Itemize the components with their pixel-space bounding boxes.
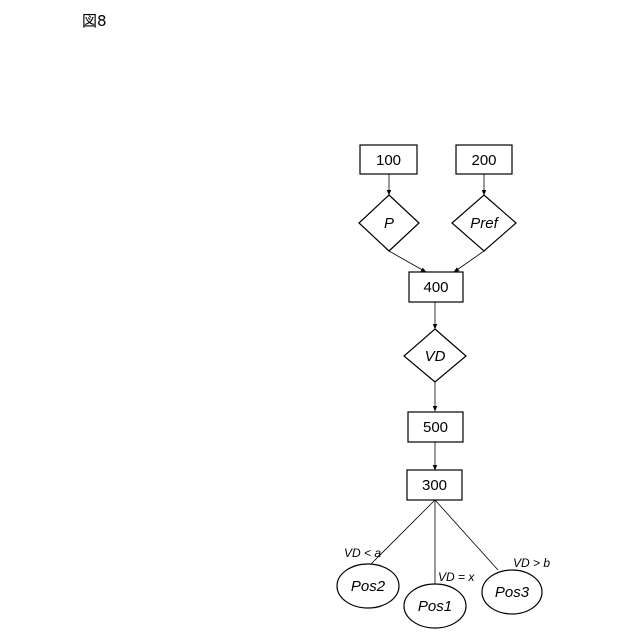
box-400: 400 bbox=[409, 272, 463, 302]
box-500: 500 bbox=[408, 412, 463, 442]
edge-p-to-400 bbox=[389, 251, 426, 272]
ellipse-pos3: Pos3 bbox=[482, 570, 542, 614]
diamond-vd: VD bbox=[404, 329, 466, 382]
box-200: 200 bbox=[456, 145, 512, 174]
box-200-label: 200 bbox=[471, 152, 496, 169]
diamond-pref: Pref bbox=[452, 195, 516, 251]
edge-300-to-pos3 bbox=[435, 500, 498, 570]
box-400-label: 400 bbox=[423, 279, 448, 296]
box-300: 300 bbox=[407, 470, 462, 500]
ellipse-pos1-label: Pos1 bbox=[418, 598, 452, 615]
condition-vd-lt-a: VD < a bbox=[344, 546, 381, 560]
ellipse-pos1: Pos1 bbox=[404, 584, 466, 628]
ellipse-pos2: Pos2 bbox=[337, 564, 399, 608]
condition-vd-eq-x: VD = x bbox=[438, 570, 475, 584]
diamond-vd-label: VD bbox=[425, 348, 446, 365]
box-500-label: 500 bbox=[423, 419, 448, 436]
diamond-p-label: P bbox=[384, 215, 394, 232]
edge-pref-to-400 bbox=[454, 251, 484, 272]
box-100: 100 bbox=[360, 145, 417, 174]
diamond-p: P bbox=[359, 195, 419, 251]
box-300-label: 300 bbox=[422, 477, 447, 494]
ellipse-pos3-label: Pos3 bbox=[495, 584, 530, 601]
ellipse-pos2-label: Pos2 bbox=[351, 578, 386, 595]
diamond-pref-label: Pref bbox=[470, 215, 499, 232]
box-100-label: 100 bbox=[376, 152, 401, 169]
condition-vd-gt-b: VD > b bbox=[513, 556, 550, 570]
